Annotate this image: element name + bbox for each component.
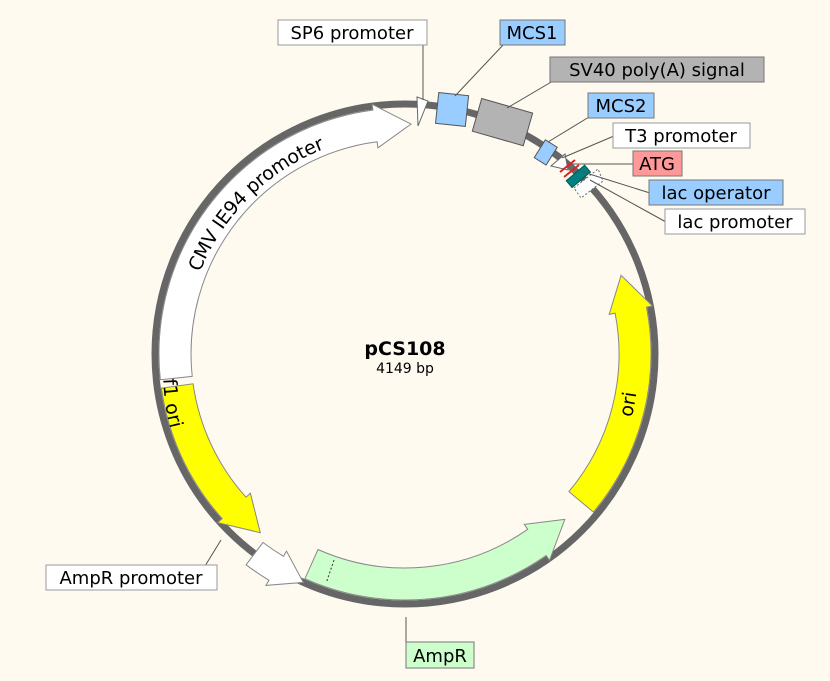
ampr-label: AmpR [405,641,475,669]
atg-mark-2[interactable] [563,164,580,178]
ampr-promoter-label-text: AmpR promoter [59,568,203,589]
mcs1-label-text: MCS1 [507,23,558,44]
ori-label: ori [615,390,641,418]
ampr-promoter-feature[interactable] [245,541,305,586]
leader-lines [204,43,667,643]
ampr-label-text: AmpR [413,646,467,667]
mcs2-leader [547,116,590,143]
mcs2-label-text: MCS2 [596,96,647,117]
t3-leader [561,135,615,159]
atg-label: ATG [632,150,683,177]
t3-promoter-label-text: T3 promoter [624,126,737,147]
atg-mark-1[interactable] [559,159,576,173]
lac-promoter-label-text: lac promoter [677,212,793,233]
ampr-promoter-label: AmpR promoter [45,564,218,591]
plasmid-name: pCS108 [364,338,445,360]
lac-operator-feature[interactable] [565,164,592,189]
mcs1-feature[interactable] [434,91,470,128]
lac-promoter-leader [589,179,667,223]
sp6-promoter-feature[interactable] [416,96,429,127]
sp6-promoter-label: SP6 promoter [277,19,428,46]
t3-promoter-feature[interactable] [549,153,569,171]
plasmid-size: 4149 bp [376,361,434,377]
f1-ori-feature[interactable] [160,383,261,534]
mcs2-label: MCS2 [587,92,655,119]
ori-label-text: ori [615,390,641,418]
ampr-feature[interactable] [304,518,566,601]
ampr-signal-boundary [325,559,335,583]
sv40-leader [506,80,554,109]
ampr-promoter-leader [204,539,222,567]
atg-label-text: ATG [639,154,675,175]
backbone-ring [151,100,659,608]
mcs2-feature[interactable] [533,139,558,166]
mcs1-leader [454,43,505,97]
lac-operator-leader [582,171,651,194]
ori-feature[interactable] [568,274,654,513]
cmv-promoter-feature[interactable] [158,103,412,381]
t3-promoter-label: T3 promoter [612,122,751,149]
lac-promoter-label: lac promoter [664,208,806,235]
small-features [416,91,604,199]
lac-operator-label-text: lac operator [661,183,771,204]
sv40-label-text: SV40 poly(A) signal [569,60,745,81]
mcs1-label: MCS1 [499,19,566,46]
lac-operator-label: lac operator [648,179,784,206]
sp6-promoter-label-text: SP6 promoter [291,23,415,44]
sv40-label: SV40 poly(A) signal [549,56,765,83]
sv40-feature[interactable] [471,97,534,147]
